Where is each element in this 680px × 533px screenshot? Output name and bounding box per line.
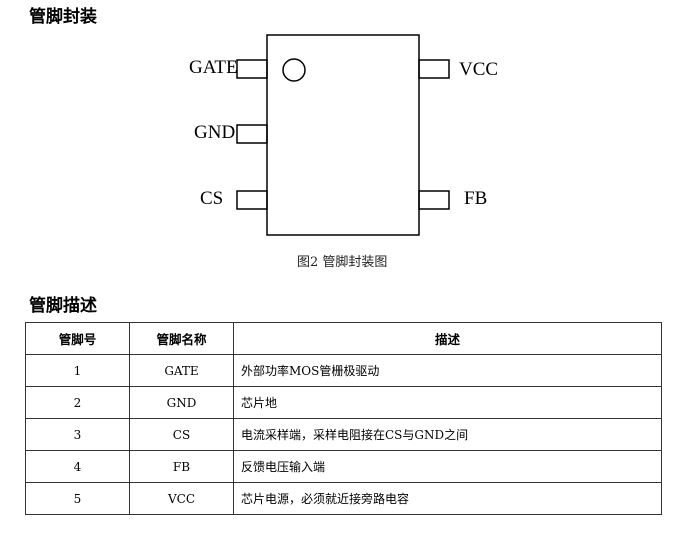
package-diagram [236, 34, 450, 236]
pin-gate [236, 59, 268, 79]
table-row: 4 FB 反馈电压输入端 [25, 450, 662, 483]
pin-vcc [418, 59, 450, 79]
pin-number: 3 [25, 418, 130, 451]
pin-description: 芯片地 [233, 386, 662, 419]
header-description: 描述 [233, 322, 662, 355]
pin-name: FB [129, 450, 234, 483]
header-pin-number: 管脚号 [25, 322, 130, 355]
table-row: 3 CS 电流采样端，采样电阻接在CS与GND之间 [25, 418, 662, 451]
table-header-row: 管脚号 管脚名称 描述 [25, 322, 662, 355]
pin-number: 2 [25, 386, 130, 419]
pin-name: CS [129, 418, 234, 451]
pin-label-vcc: VCC [459, 59, 499, 80]
pin-number: 5 [25, 482, 130, 515]
pin-cs [236, 190, 268, 210]
table-row: 2 GND 芯片地 [25, 386, 662, 419]
pin-label-fb: FB [464, 188, 488, 209]
pin-number: 1 [25, 354, 130, 387]
pin-label-gnd: GND [194, 122, 236, 143]
pin-name: VCC [129, 482, 234, 515]
ic-body [266, 34, 420, 236]
table-row: 5 VCC 芯片电源，必须就近接旁路电容 [25, 482, 662, 515]
package-section-title: 管脚封装 [29, 7, 97, 27]
pin1-marker [282, 58, 306, 82]
pin-fb [418, 190, 450, 210]
pin-name: GND [129, 386, 234, 419]
pin-description: 外部功率MOS管栅极驱动 [233, 354, 662, 387]
pin-description-table: 管脚号 管脚名称 描述 1 GATE 外部功率MOS管栅极驱动 2 GND 芯片… [25, 322, 662, 515]
pin-description: 反馈电压输入端 [233, 450, 662, 483]
pin-description: 芯片电源，必须就近接旁路电容 [233, 482, 662, 515]
pin-description: 电流采样端，采样电阻接在CS与GND之间 [233, 418, 662, 451]
pin-number: 4 [25, 450, 130, 483]
pin-label-cs: CS [200, 188, 224, 209]
pin-gnd [236, 124, 268, 144]
description-section-title: 管脚描述 [29, 296, 97, 316]
table-row: 1 GATE 外部功率MOS管栅极驱动 [25, 354, 662, 387]
pin-name: GATE [129, 354, 234, 387]
figure-caption: 图2 管脚封装图 [297, 255, 388, 270]
header-pin-name: 管脚名称 [129, 322, 234, 355]
pin-label-gate: GATE [189, 57, 238, 78]
